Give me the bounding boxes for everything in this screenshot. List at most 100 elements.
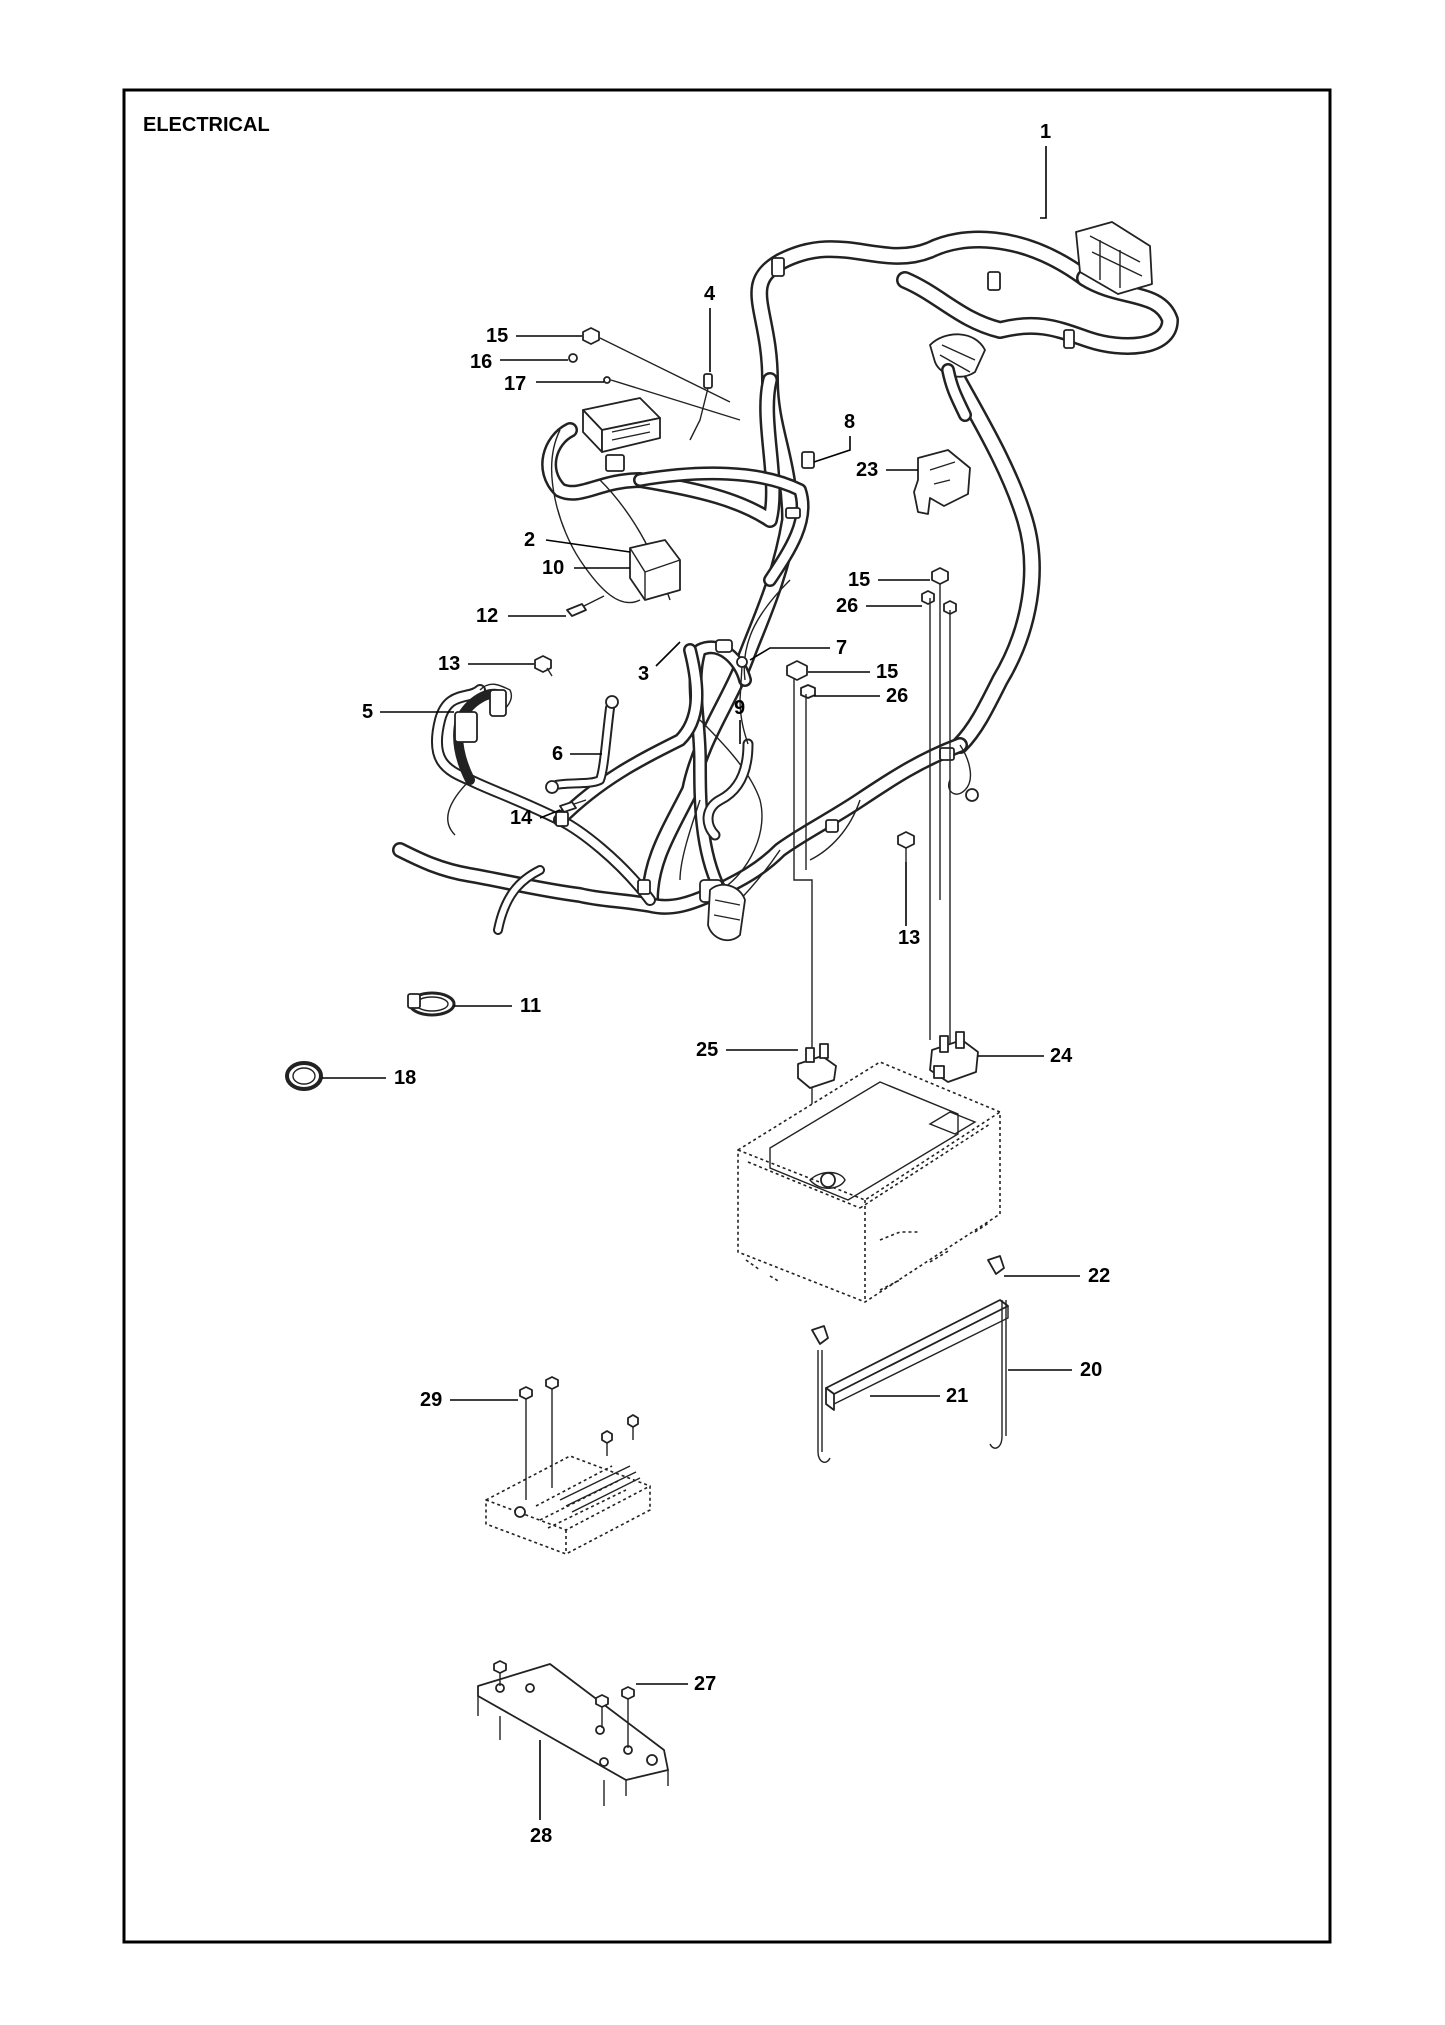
callout-16: 16 xyxy=(470,351,568,373)
svg-text:27: 27 xyxy=(694,1673,716,1695)
callout-13-upper: 13 xyxy=(438,653,534,675)
callout-21: 21 xyxy=(870,1385,968,1407)
part-14-screw xyxy=(559,799,587,813)
svg-text:10: 10 xyxy=(542,557,564,579)
wire-harness xyxy=(392,221,1179,942)
callout-28: 28 xyxy=(530,1740,552,1847)
callout-23: 23 xyxy=(856,459,918,481)
callout-4: 4 xyxy=(704,283,716,372)
part-9-cable xyxy=(702,656,754,841)
part-18-ring xyxy=(285,1061,323,1091)
svg-text:23: 23 xyxy=(856,459,878,481)
fuse-block xyxy=(582,397,661,472)
svg-text:18: 18 xyxy=(394,1067,416,1089)
relay-box xyxy=(629,539,681,601)
part-13-bolt-upper xyxy=(534,655,553,677)
callout-2: 2 xyxy=(524,529,631,553)
part-27-bolts xyxy=(493,1660,635,1748)
callout-22: 22 xyxy=(1004,1265,1110,1287)
callout-20: 20 xyxy=(1008,1359,1102,1381)
callout-11: 11 xyxy=(454,995,541,1017)
part-29-bolts xyxy=(519,1376,639,1500)
svg-text:15: 15 xyxy=(848,569,870,591)
svg-text:7: 7 xyxy=(836,637,847,659)
part-13-bolt-lower xyxy=(897,831,915,862)
part-11-hose-clamp xyxy=(407,991,456,1017)
part-24-positive-terminal xyxy=(929,1031,979,1083)
part-15-nut-right xyxy=(931,567,949,585)
svg-text:15: 15 xyxy=(486,325,508,347)
part-15-nut-mid xyxy=(786,660,808,681)
part-17-washer xyxy=(603,376,611,384)
svg-text:13: 13 xyxy=(438,653,460,675)
callout-14: 14 xyxy=(510,807,561,829)
callout-26-right: 26 xyxy=(836,595,922,617)
part-8-clip xyxy=(801,451,815,469)
part-6-cable xyxy=(545,695,619,794)
callout-18: 18 xyxy=(322,1067,416,1089)
control-unit xyxy=(485,1455,651,1555)
callout-1: 1 xyxy=(1040,121,1051,219)
svg-text:17: 17 xyxy=(504,373,526,395)
svg-text:6: 6 xyxy=(552,743,563,765)
callout-15-upper: 15 xyxy=(486,325,582,347)
svg-text:2: 2 xyxy=(524,529,535,551)
svg-text:1: 1 xyxy=(1040,121,1051,143)
callout-5: 5 xyxy=(362,701,454,723)
callouts: 1 2 3 4 5 6 7 8 9 10 11 12 13 13 14 15 1… xyxy=(322,121,1110,1847)
part-26-nut-right2 xyxy=(943,600,957,615)
svg-text:12: 12 xyxy=(476,605,498,627)
callout-3: 3 xyxy=(638,641,681,685)
svg-text:25: 25 xyxy=(696,1039,718,1061)
part-28-bracket xyxy=(477,1663,669,1806)
svg-text:4: 4 xyxy=(704,283,716,305)
part-22-wing-nut xyxy=(811,1255,1005,1345)
svg-text:26: 26 xyxy=(886,685,908,707)
part-20-j-bolt xyxy=(817,1300,1007,1463)
callout-6: 6 xyxy=(552,743,602,765)
svg-text:29: 29 xyxy=(420,1389,442,1411)
harness-main-connector xyxy=(1075,221,1153,295)
svg-text:20: 20 xyxy=(1080,1359,1102,1381)
svg-text:15: 15 xyxy=(876,661,898,683)
battery xyxy=(737,1061,1001,1303)
part-16-screw xyxy=(568,353,578,363)
part-26-nut-right xyxy=(921,590,935,605)
svg-text:9: 9 xyxy=(734,697,745,719)
lower-connector xyxy=(707,883,746,942)
callout-25: 25 xyxy=(696,1039,798,1061)
callout-15-right: 15 xyxy=(848,569,930,591)
callout-10: 10 xyxy=(542,557,630,579)
callout-17: 17 xyxy=(504,373,604,395)
part-23-terminal-cover xyxy=(913,449,971,515)
diagram-frame xyxy=(122,88,1332,1944)
svg-text:26: 26 xyxy=(836,595,858,617)
part-15-nut-upper xyxy=(582,327,600,345)
svg-text:22: 22 xyxy=(1088,1265,1110,1287)
part-4-terminal xyxy=(689,373,713,441)
callout-7: 7 xyxy=(749,637,847,661)
svg-text:14: 14 xyxy=(510,807,533,829)
svg-text:24: 24 xyxy=(1050,1045,1073,1067)
svg-text:28: 28 xyxy=(530,1825,552,1847)
svg-text:3: 3 xyxy=(638,663,649,685)
callout-24: 24 xyxy=(978,1045,1073,1067)
callout-26-mid: 26 xyxy=(814,685,908,707)
part-5-connector xyxy=(454,689,507,743)
part-26-nut-mid xyxy=(800,684,816,699)
callout-12: 12 xyxy=(476,605,566,627)
svg-text:16: 16 xyxy=(470,351,492,373)
part-25-negative-terminal xyxy=(797,1043,837,1089)
part-12-screw xyxy=(566,595,605,617)
callout-15-mid: 15 xyxy=(808,661,898,683)
callout-29: 29 xyxy=(420,1389,518,1411)
part-21-hold-down-bar xyxy=(825,1299,1009,1411)
svg-text:8: 8 xyxy=(844,411,855,433)
callout-27: 27 xyxy=(636,1673,716,1695)
svg-text:21: 21 xyxy=(946,1385,968,1407)
harness-plug xyxy=(929,333,986,422)
svg-text:5: 5 xyxy=(362,701,373,723)
callout-8: 8 xyxy=(813,411,855,463)
svg-text:11: 11 xyxy=(520,995,541,1017)
